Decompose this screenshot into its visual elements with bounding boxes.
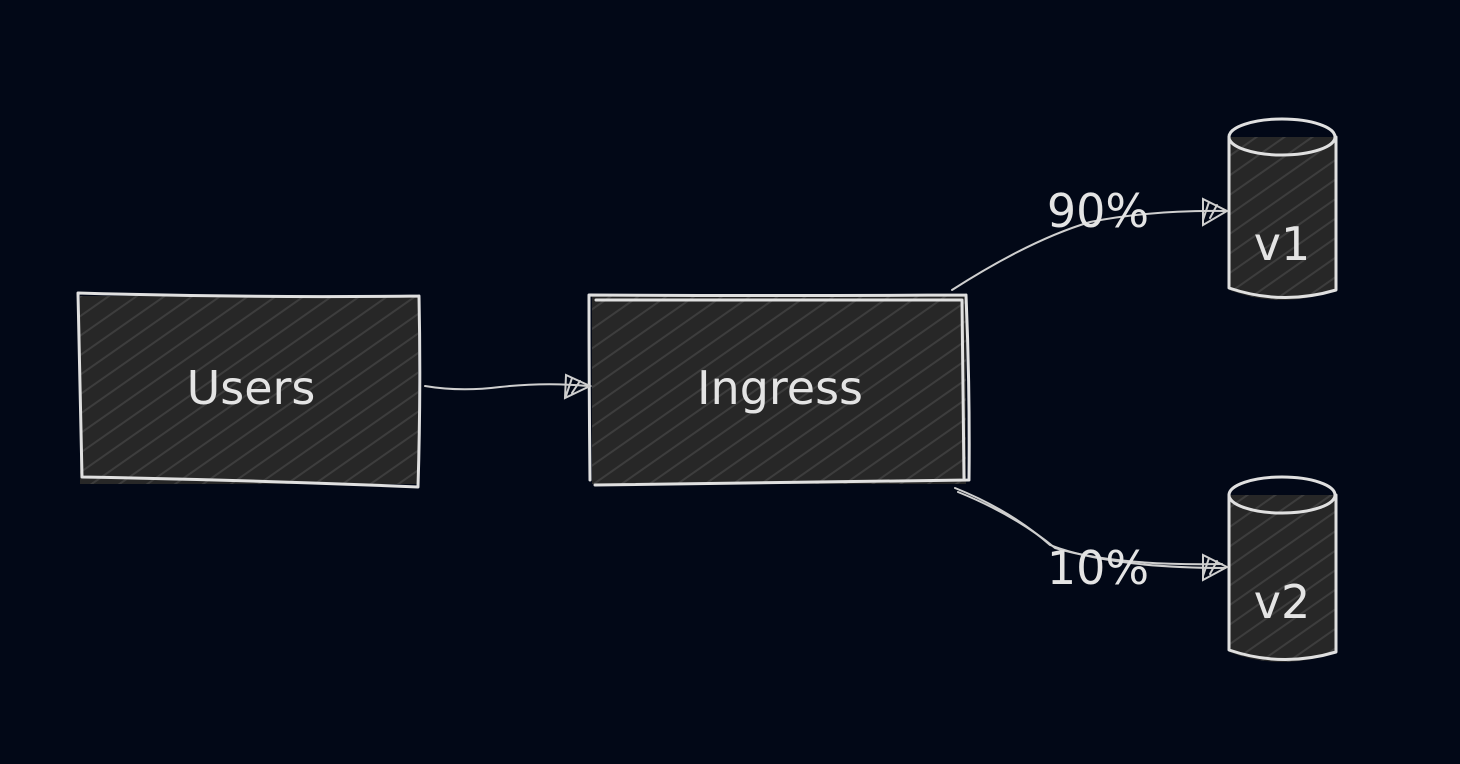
v2-node-fill (1229, 495, 1336, 662)
v1-node[interactable]: v1 (1227, 117, 1338, 300)
arrowhead-icon (1202, 197, 1230, 227)
ingress-node-label: Ingress (697, 361, 863, 415)
edge-ingress-to-v1-line (951, 209, 1226, 291)
edge-ingress-to-v1[interactable]: 90% (951, 184, 1230, 291)
users-node-label: Users (187, 361, 316, 415)
users-node[interactable]: Users (76, 291, 422, 489)
users-node-border (76, 291, 422, 489)
arrowhead-icon (1202, 553, 1230, 582)
edge-label-10: 10% (1047, 541, 1149, 595)
users-node-fill (80, 296, 418, 484)
edge-users-to-ingress-line (424, 383, 589, 391)
edge-users-to-ingress[interactable] (424, 373, 593, 400)
edge-label-90: 90% (1047, 184, 1149, 238)
edge-ingress-to-v2-line-sketch (957, 491, 1223, 566)
ingress-node[interactable]: Ingress (587, 293, 971, 487)
v1-node-label: v1 (1254, 217, 1311, 271)
v1-node-fill (1229, 137, 1336, 300)
edge-ingress-to-v2[interactable]: 10% (954, 487, 1230, 595)
v2-node-border (1227, 493, 1338, 662)
v1-node-border (1227, 135, 1338, 300)
v2-node[interactable]: v2 (1227, 475, 1338, 662)
ingress-node-fill (592, 296, 966, 484)
v2-node-label: v2 (1254, 575, 1311, 629)
ingress-node-border (587, 293, 971, 487)
arrowhead-icon (563, 373, 593, 400)
